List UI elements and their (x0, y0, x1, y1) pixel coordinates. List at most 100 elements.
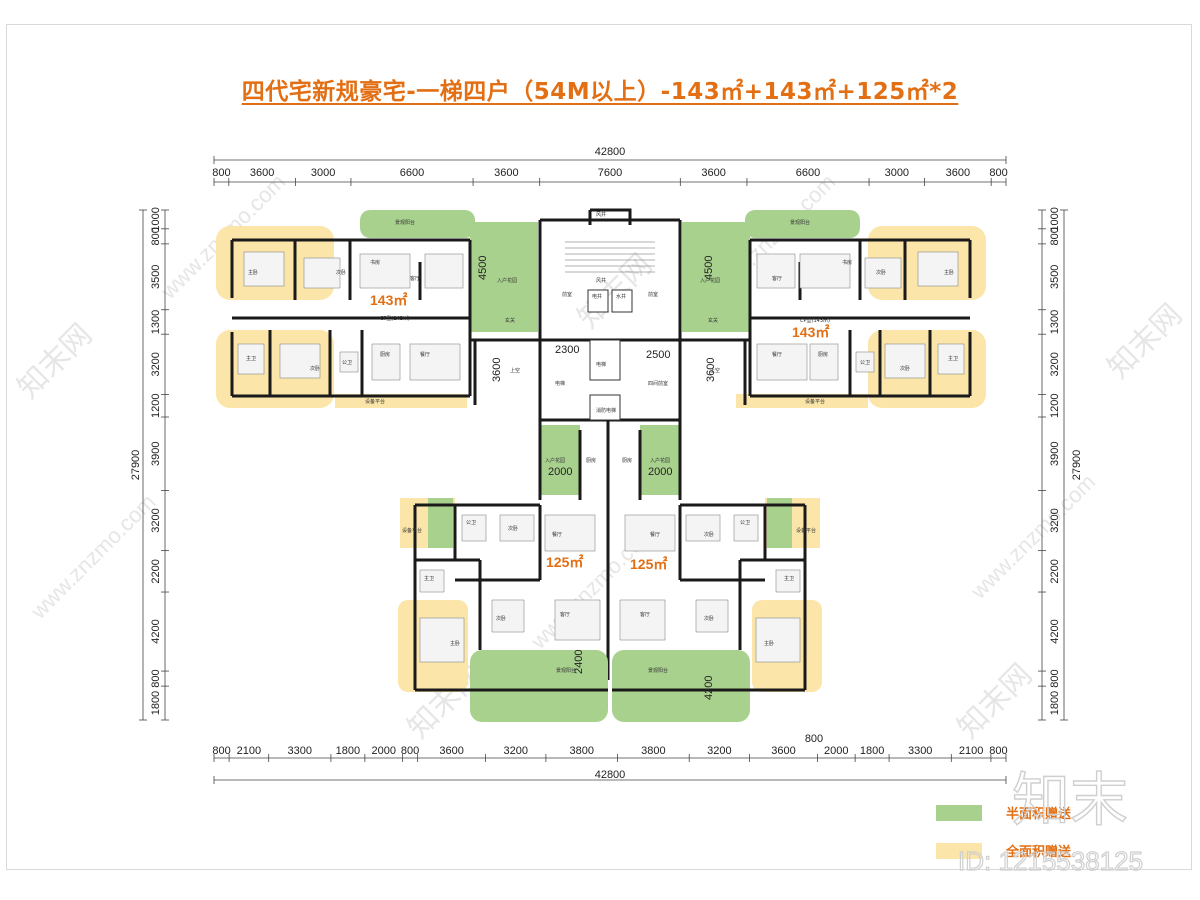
tr-type-label: CP型(143㎡) (800, 317, 830, 324)
dim-2000-right: 2000 (648, 466, 672, 478)
unit-bottom-left: 125㎡ 主卧 次卧 次卧 公卫 主卫 餐厅 客厅 设备平台 景观阳台 2400 (398, 498, 608, 722)
tl-green-balcony (360, 210, 475, 238)
right_dims-dim-8: 2200 (1049, 559, 1061, 583)
bottom_dims-dim-11: 3600 (771, 745, 795, 757)
br-green-entry-garden (640, 425, 680, 495)
core-elevator: 电梯 (596, 361, 606, 368)
left_dims-dim-3: 1300 (150, 310, 162, 334)
bottom_dims-dim-14: 3300 (908, 745, 932, 757)
fire-elevator-car (589, 394, 621, 421)
dim-2300: 2300 (555, 344, 579, 356)
bl-green-entry-garden (540, 425, 580, 495)
tl-type-label: CP型(143㎡) (380, 315, 410, 322)
core-well: 风井 (596, 277, 606, 284)
right_dims-dim-9: 4200 (1049, 619, 1061, 643)
right_dims-dim-6: 3900 (1049, 441, 1061, 465)
bl-view-balcony-label: 景观阳台 (556, 667, 576, 674)
core-front-right: 前室 (648, 291, 658, 298)
bl-area-label: 125㎡ (546, 554, 583, 570)
tl-view-balcony: 景观阳台 (395, 219, 415, 226)
legend-label-half: 半面积赠送 (1006, 806, 1072, 822)
bl-second-bed: 次卧 (496, 615, 506, 622)
unit-bottom-right: 125㎡ 主卧 次卧 次卧 公卫 主卫 餐厅 客厅 设备平台 景观阳台 4200 (612, 498, 822, 722)
top_dims-dim-0: 800 (212, 167, 230, 179)
tl-entry-garden: 入户花园 (497, 277, 517, 284)
bottom_dims-dim-9: 3800 (641, 745, 665, 757)
top_dims-dim-2: 3000 (311, 167, 335, 179)
bottom_dims-dim-6: 3600 (439, 745, 463, 757)
bottom_dims-dim-8: 3800 (569, 745, 593, 757)
core-void-left: 上空 (510, 367, 520, 374)
tl-master-bath: 主卫 (246, 355, 256, 362)
dim-2000-left: 2000 (548, 466, 572, 478)
dim-4500-left: 4500 (477, 256, 489, 280)
core-well-top: 风井 (596, 211, 606, 218)
tl-second-bed-2: 次卧 (310, 365, 320, 372)
br-dining: 餐厅 (650, 531, 660, 538)
top_dims-dim-1: 3600 (250, 167, 274, 179)
br-master-bed: 主卧 (764, 640, 774, 647)
bottom-extra-dim: 800 (805, 733, 823, 745)
tr-master-bath: 主卫 (948, 355, 958, 362)
tr-green-balcony (745, 210, 860, 238)
core-front-left: 前室 (562, 291, 572, 298)
legend-swatch-full (936, 843, 982, 859)
bottom-total-dim: 42800 (595, 769, 626, 781)
bl-dining: 餐厅 (552, 531, 562, 538)
tr-view-balcony: 景观阳台 (790, 219, 810, 226)
br-area-label: 125㎡ (630, 556, 667, 572)
bl-master-bath: 主卫 (424, 575, 434, 582)
tl-kitchen: 厨房 (380, 351, 390, 358)
top_dims-dim-4: 3600 (494, 167, 518, 179)
top_dims-dim-5: 7600 (598, 167, 622, 179)
right_dims-dim-11: 1800 (1049, 691, 1061, 715)
right_dims-dim-7: 3200 (1049, 508, 1061, 532)
core-hall: 四间前室 (648, 380, 668, 387)
left_dims-dim-8: 2200 (150, 559, 162, 583)
core-fire-elevator: 消防电梯 (596, 407, 616, 414)
bottom_dims-dim-7: 3200 (503, 745, 527, 757)
left-total-dim: 27900 (130, 450, 142, 481)
left_dims-dim-0: 1000 (150, 207, 162, 231)
bottom_dims-dim-13: 1800 (860, 745, 884, 757)
tl-study: 书房 (370, 259, 380, 266)
dimension-ticks (139, 156, 1068, 784)
dim-2500: 2500 (646, 349, 670, 361)
bottom_dims-dim-4: 2000 (371, 745, 395, 757)
legend-swatch-half (936, 805, 982, 821)
tl-green-entry-garden (470, 222, 538, 332)
dim-3600-right: 3600 (705, 358, 717, 382)
unit-top-left: 143㎡ CP型(143㎡) 主卧 次卧 书房 客厅 主卫 次卧 公卫 厨房 餐… (216, 210, 538, 408)
unit-top-right: 143㎡ CP型(143㎡) 主卧 次卧 书房 客厅 主卫 次卧 公卫 厨房 餐… (682, 210, 986, 408)
tr-equip-platform: 设备平台 (805, 398, 825, 405)
watermark-brand-logo: 知末 (1012, 766, 1128, 834)
bl-equip-platform: 设备平台 (402, 527, 422, 534)
watermark-site-4: www.znzmo.com (25, 489, 160, 624)
bottom_dims-dim-12: 2000 (824, 745, 848, 757)
tl-equip-platform: 设备平台 (365, 398, 385, 405)
left_dims-dim-5: 1200 (150, 393, 162, 417)
tr-entry-garden: 入户花园 (700, 277, 720, 284)
bottom_dims-dim-15: 2100 (959, 745, 983, 757)
right_dims-dim-1: 800 (1049, 227, 1061, 245)
plan-title: 四代宅新规豪宅-一梯四户（54M以上）-143㎡+143㎡+125㎡*2 (241, 79, 959, 105)
watermark-id: ID: 1215538125 (958, 846, 1143, 876)
right_dims-dim-3: 1300 (1049, 310, 1061, 334)
bottom_dims-dim-3: 1800 (336, 745, 360, 757)
br-equip-platform: 设备平台 (796, 527, 816, 534)
tl-area-label: 143㎡ (370, 292, 407, 308)
legend-label-full: 全面积赠送 (1005, 844, 1072, 860)
tl-second-bed: 次卧 (336, 269, 346, 276)
tr-master-bed: 主卧 (944, 269, 954, 276)
bottom_dims-dim-2: 3300 (288, 745, 312, 757)
tr-foyer: 玄关 (708, 317, 718, 324)
bottom_dims-dim-5: 800 (401, 745, 419, 757)
core-void-right: 上空 (710, 367, 720, 374)
left_dims-dim-1: 800 (150, 227, 162, 245)
bl-view-balcony (470, 650, 608, 722)
top-total-dim: 42800 (595, 146, 626, 158)
left_dims-dim-2: 3500 (150, 265, 162, 289)
br-kitchen-core: 厨房 (622, 457, 632, 464)
